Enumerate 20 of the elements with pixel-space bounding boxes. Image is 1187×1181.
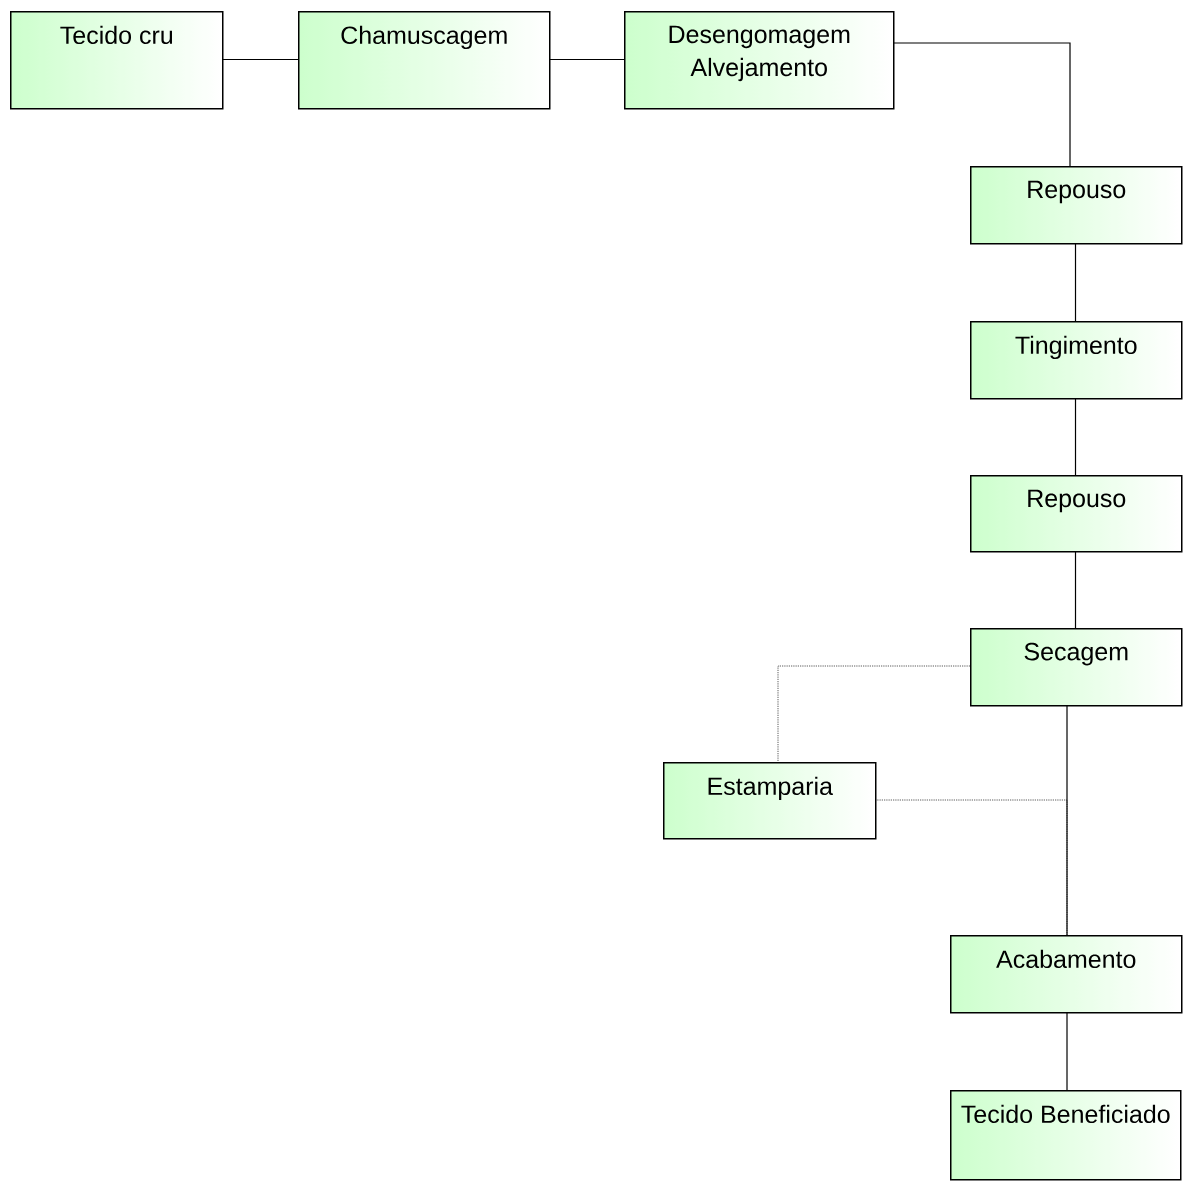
process-box: Repouso: [970, 475, 1183, 553]
connector-line: [1074, 550, 1077, 629]
connector-line: [892, 42, 1071, 167]
process-box: Estamparia: [663, 762, 877, 840]
process-box: Secagem: [970, 628, 1183, 707]
connector-line: [874, 799, 1068, 936]
connector-line: [1066, 1011, 1068, 1091]
process-box: Repouso: [970, 166, 1183, 245]
connector-line: [548, 58, 625, 61]
connector-line: [777, 665, 971, 763]
process-box: Tecido cru: [10, 11, 224, 110]
process-box: Acabamento: [950, 935, 1183, 1014]
process-box: Tecido Beneficiado: [950, 1090, 1182, 1181]
process-box: Chamuscagem: [298, 11, 551, 110]
connector-line: [221, 58, 299, 61]
process-box: Desengomagem Alvejamento: [624, 11, 895, 110]
connector-line: [1066, 704, 1068, 936]
process-box: Tingimento: [970, 321, 1183, 400]
connector-line: [1074, 397, 1077, 476]
connector-line: [1074, 242, 1077, 322]
